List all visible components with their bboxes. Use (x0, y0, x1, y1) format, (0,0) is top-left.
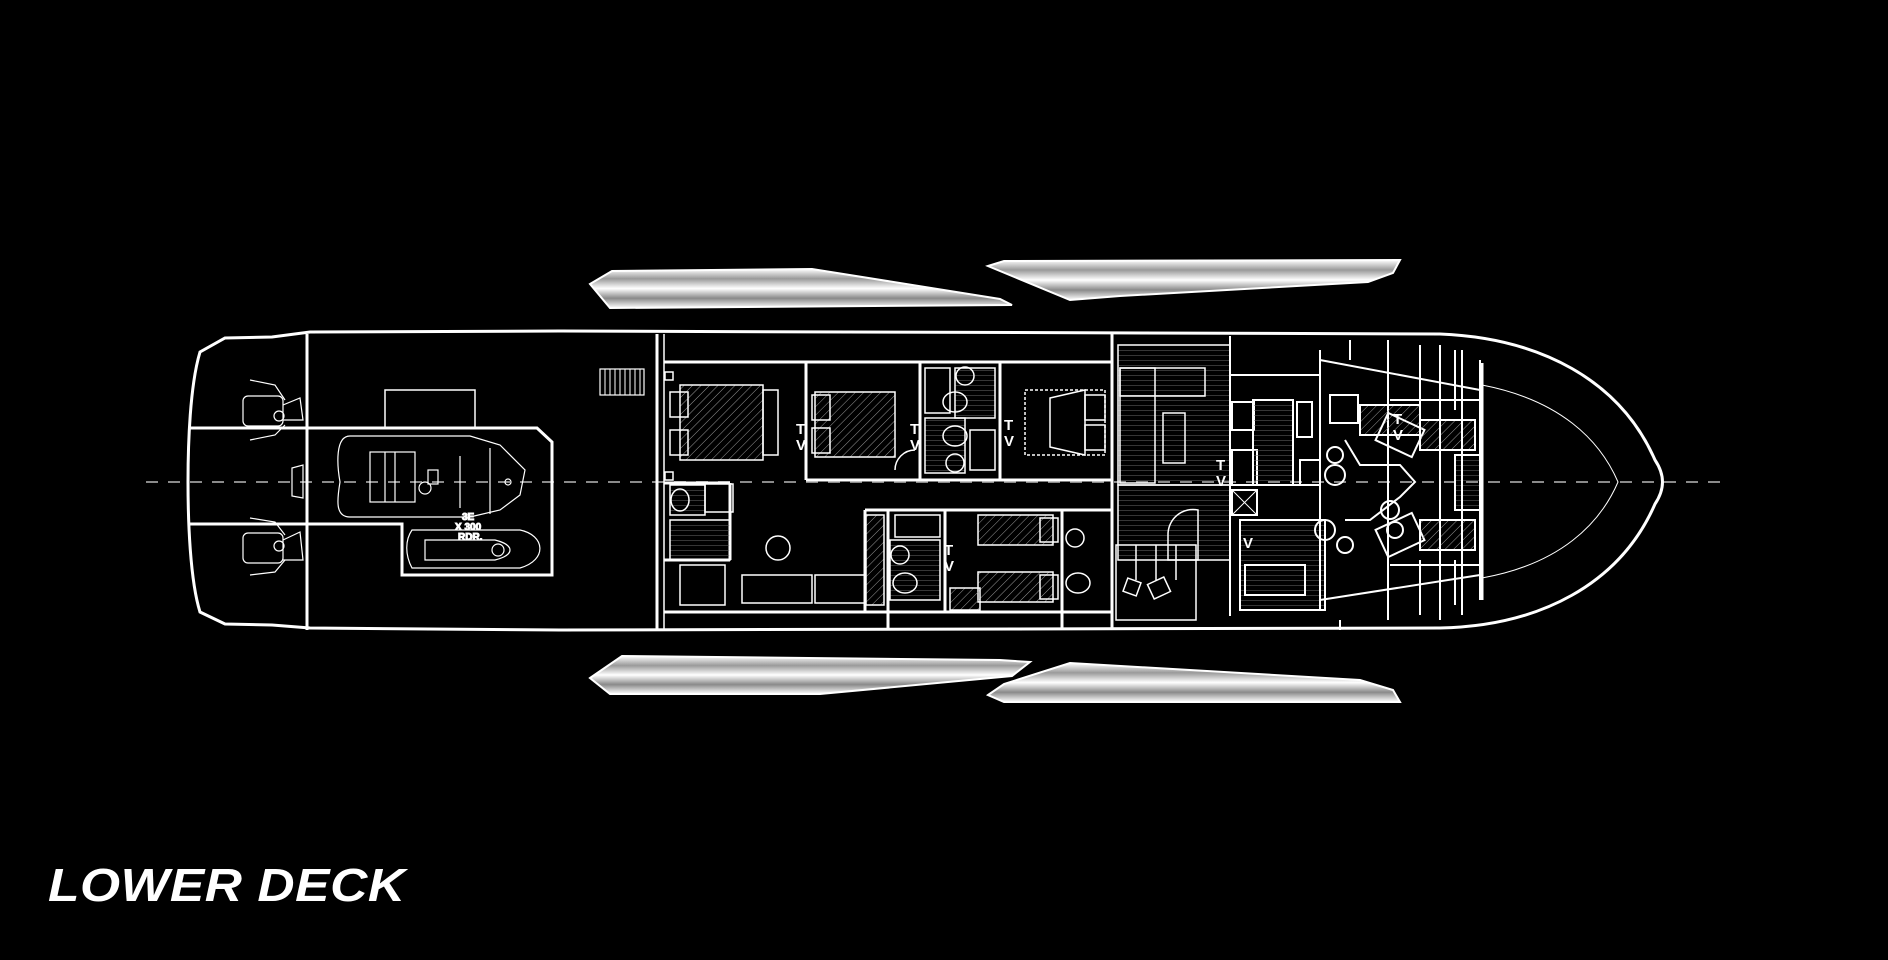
forepeak (1390, 345, 1619, 620)
deck-title: LOWER DECK (48, 859, 406, 911)
tender-label-line-1: 3E (462, 512, 475, 523)
foil-bottom-aft (588, 654, 1033, 695)
ensuite-heads (924, 366, 996, 474)
jet-ski (406, 529, 541, 569)
crew-quarters (1314, 340, 1481, 630)
stern-garage: 3E X 300 RDR. (188, 334, 645, 630)
tv-label-t: T (1393, 411, 1402, 428)
waterjet-starboard (242, 517, 304, 576)
tv-labels: T V T V T V T V T V V T V (796, 411, 1403, 575)
owner-cabin (664, 371, 866, 606)
tv-label-t: T (944, 542, 953, 559)
tender (337, 435, 526, 518)
side-foils (588, 258, 1402, 703)
foil-top-fwd (985, 258, 1402, 302)
tv-label-v: V (1393, 427, 1403, 444)
tv-label-v: V (1216, 473, 1226, 490)
tender-label-line-2: X 300 (455, 522, 482, 533)
tv-label-v: V (796, 437, 806, 454)
tv-label-t: T (910, 421, 919, 438)
galley (1229, 336, 1326, 616)
guest-cabin-double (1024, 389, 1106, 456)
waterjet-port (242, 379, 304, 441)
tv-label-v: V (944, 558, 954, 575)
crew-mess (1115, 344, 1231, 621)
tv-label-v: V (910, 437, 920, 454)
tv-label-t: T (796, 421, 805, 438)
tv-label-v: V (1243, 535, 1253, 552)
tender-label-line-3: RDR. (458, 532, 483, 543)
foil-top-aft (588, 267, 1013, 310)
guest-cabins-twin (865, 514, 1091, 611)
center-drive (291, 464, 304, 499)
hull-outline (186, 329, 1664, 632)
vip-cabin (811, 391, 916, 471)
tv-label-t: T (1004, 417, 1013, 434)
tv-label-v: V (1004, 433, 1014, 450)
foil-bottom-fwd (985, 661, 1402, 703)
tv-label-t: T (1216, 457, 1225, 474)
